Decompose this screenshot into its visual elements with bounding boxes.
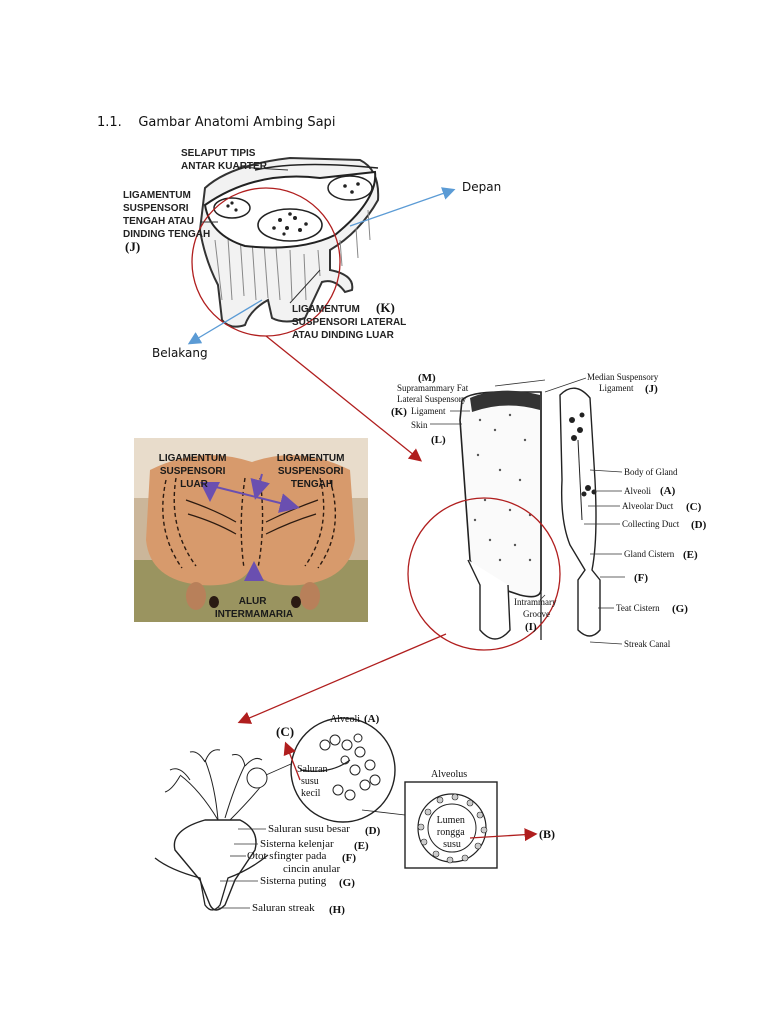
ligament-label: Ligament — [411, 406, 446, 416]
body-gland-label: Body of Gland — [624, 467, 678, 477]
belakang-label: Belakang — [152, 346, 208, 360]
saluran-kecil-label: Saluran susu kecil — [297, 764, 330, 799]
code-i: (I) — [525, 621, 537, 633]
section-heading: 1.1. Gambar Anatomi Ambing Sapi — [97, 115, 335, 130]
section-number: 1.1. — [97, 115, 122, 130]
alveoli-label: Alveoli — [624, 486, 651, 496]
alveoli3-label: Alveoli — [330, 714, 360, 725]
cross-section-figure: (M) Supramammary Fat Lateral Suspensory … — [391, 372, 707, 651]
code-b: (B) — [539, 827, 555, 841]
sisterna-puting-label: Sisterna puting — [260, 875, 327, 887]
code-d2: (D) — [691, 519, 707, 531]
code-h: (H) — [329, 904, 345, 916]
highlight-circle-2 — [407, 497, 561, 651]
code-e3: (E) — [354, 840, 369, 852]
ligamentum-lateral-label: LIGAMENTUM SUSPENSORI LATERAL ATAU DINDI… — [292, 304, 409, 341]
connector-arrow-1 — [265, 335, 423, 462]
code-g3: (G) — [339, 877, 355, 889]
section-title: Gambar Anatomi Ambing Sapi — [138, 115, 336, 130]
selaput-label: SELAPUT TIPIS ANTAR KUARTER — [181, 148, 268, 172]
depan-label: Depan — [462, 180, 501, 194]
code-e2: (E) — [683, 549, 698, 561]
skin-label: Skin — [411, 420, 428, 430]
saluran-besar-label: Saluran susu besar — [268, 823, 350, 835]
groove-label: Groove — [523, 609, 550, 619]
photo-label-luar: LIGAMENTUM SUSPENSORI LUAR — [159, 453, 230, 490]
median-ligament-label: Ligament — [599, 383, 634, 393]
udder-sketch-figure: SELAPUT TIPIS ANTAR KUARTER LIGAMENTUM S… — [123, 148, 501, 360]
code-l: (L) — [431, 434, 446, 446]
teat-cistern-label: Teat Cistern — [616, 603, 660, 613]
code-f2: (F) — [634, 572, 648, 584]
photo-label-alur: ALUR INTERMAMARIA — [215, 596, 293, 620]
gland-detail-figure: (C) Alveoli (A) Saluran susu kecil Alveo… — [154, 713, 555, 916]
cincin-label: cincin anular — [283, 863, 340, 875]
median-susp-label: Median Suspensory — [587, 372, 659, 382]
code-m: (M) — [418, 372, 436, 384]
supramammary-label: Supramammary Fat — [397, 383, 469, 393]
connector-arrow-2 — [237, 633, 447, 724]
code-c2: (C) — [686, 501, 702, 513]
depan-arrow — [349, 187, 456, 227]
otot-label: Otot sfingter pada — [247, 850, 327, 862]
code-c3: (C) — [276, 724, 294, 739]
udder-photo: LIGAMENTUM SUSPENSORI LUAR LIGAMENTUM SU… — [134, 438, 368, 622]
code-k2: (K) — [391, 406, 407, 418]
code-d3: (D) — [365, 825, 381, 837]
photo-label-tengah: LIGAMENTUM SUSPENSORI TENGAH — [277, 453, 348, 490]
code-k-label: (K) — [376, 300, 395, 315]
code-a3: (A) — [364, 713, 380, 725]
collecting-duct-label: Collecting Duct — [622, 519, 680, 529]
code-j-label: (J) — [125, 239, 140, 254]
gland-cistern-label: Gland Cistern — [624, 549, 675, 559]
lateral-susp-label: Lateral Suspensory — [397, 394, 467, 404]
streak-canal-label: Streak Canal — [624, 639, 671, 649]
sisterna-kelenjar-label: Sisterna kelenjar — [260, 838, 334, 850]
code-g2: (G) — [672, 603, 688, 615]
belakang-arrow — [187, 299, 263, 345]
alveolar-duct-label: Alveolar Duct — [622, 501, 674, 511]
intrammary-label: Intrammary — [514, 597, 557, 607]
alveolus-label: Alveolus — [431, 769, 467, 780]
saluran-streak-label: Saluran streak — [252, 902, 315, 914]
code-j2: (J) — [645, 383, 658, 395]
code-f3: (F) — [342, 852, 356, 864]
lumen-label: Lumen rongga susu — [437, 815, 468, 850]
code-a2: (A) — [660, 485, 676, 497]
ligamentum-tengah-label: LIGAMENTUM SUSPENSORI TENGAH ATAU DINDIN… — [123, 190, 210, 240]
